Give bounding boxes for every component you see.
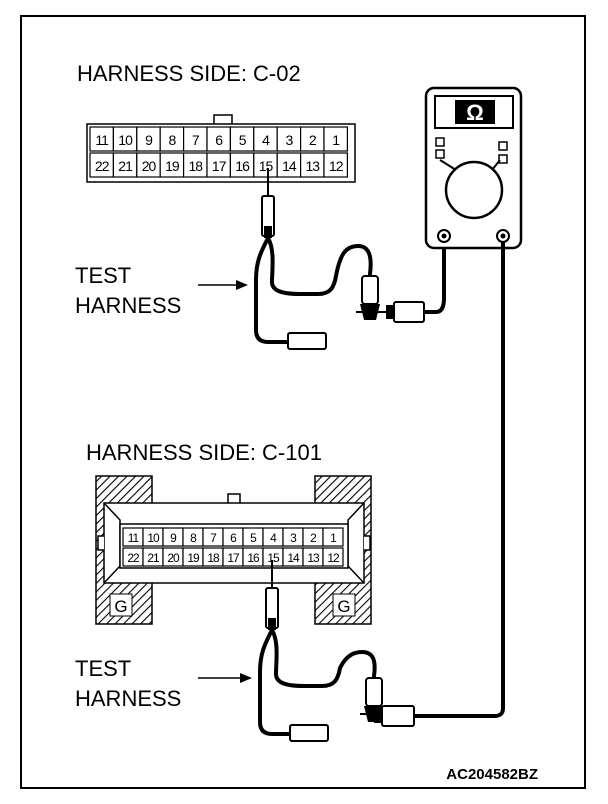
connector-top-pin-label: 18 (189, 158, 204, 174)
test-harness-bottom-label-line2: HARNESS (75, 686, 181, 711)
ohm-symbol: Ω (466, 100, 484, 125)
test-harness-bottom-wire-right (270, 628, 377, 688)
connector-bottom-pin-label: 11 (128, 531, 140, 545)
ground-mark-left-box (109, 593, 133, 617)
alligator-clip-top (356, 275, 386, 320)
connector-bottom-pin-label: 20 (167, 551, 180, 565)
connector-top-pin-label: 11 (95, 132, 109, 148)
multimeter-display-inner (455, 100, 495, 124)
connector-top-pin-label: 2 (309, 132, 317, 148)
figure-code: AC204582BZ (446, 766, 538, 783)
range-mark-3 (498, 141, 508, 151)
ground-mark-right-box (332, 593, 356, 617)
connector-top-pin-label: 9 (145, 132, 153, 148)
test-harness-top-wire-left (254, 237, 290, 344)
connector-top-pin-label: 19 (165, 158, 180, 174)
connector-top-pin-label: 7 (192, 132, 200, 148)
connector-top-pin-label: 4 (262, 132, 270, 148)
arrow-bottom (198, 673, 252, 683)
connector-top-pin-label: 8 (169, 132, 177, 148)
connector-bottom-pin-label: 17 (227, 551, 240, 565)
connector-bottom-pin-label: 4 (270, 531, 277, 545)
connector-top-pin-label: 16 (235, 158, 250, 174)
connector-bottom-pin-label: 16 (247, 551, 260, 565)
test-harness-top-plug (287, 332, 327, 350)
test-harness-bottom-plug (289, 724, 329, 742)
connector-top-pin-label: 14 (282, 158, 297, 174)
connector-bottom-pin-label: 10 (147, 531, 160, 545)
multimeter: Ω (424, 86, 523, 250)
dial-pointer-right (491, 159, 501, 171)
connector-bottom-pin-label: 14 (287, 551, 300, 565)
test-harness-top-wire-right (266, 236, 373, 296)
connector-bottom-pin-label: 2 (310, 531, 317, 545)
connector-top-pin-cell (323, 126, 348, 152)
range-mark-1 (435, 137, 445, 147)
meter-lead-plug-top (386, 301, 425, 323)
connector-top-pin-label: 10 (118, 132, 133, 148)
connector-top-pin-cell (323, 152, 348, 178)
connector-bottom-pin-label: 1 (330, 531, 337, 545)
meter-lead-positive (412, 242, 505, 718)
connector-bottom-pin-label: 8 (190, 531, 197, 545)
connector-bottom-pin-label: 18 (207, 551, 220, 565)
connector-bottom-pin-label: 21 (147, 551, 160, 565)
connector-bottom-pin-label: 3 (290, 531, 297, 545)
connector-bottom-pin-label: 5 (250, 531, 257, 545)
connector-top-pin-label: 15 (259, 158, 274, 174)
connector-top-pin-label: 6 (215, 132, 223, 148)
connector-top-pin-label: 17 (212, 158, 227, 174)
connector-bottom-pin-label: 9 (170, 531, 177, 545)
probe-top (261, 168, 275, 238)
connector-bottom-pin-label: 15 (267, 551, 280, 565)
connector-top-pin-label: 1 (332, 132, 340, 148)
figure-frame (20, 15, 586, 789)
connector-bottom-label: HARNESS SIDE: C-101 (86, 440, 322, 465)
connector-bottom-pin-label: 7 (210, 531, 217, 545)
meter-lead-negative (424, 240, 446, 314)
connector-top-pin-label: 13 (306, 158, 321, 174)
range-mark-4 (498, 154, 508, 164)
dial-pointer-left (439, 159, 457, 171)
connector-bottom-pin-cell (322, 547, 344, 567)
test-harness-bottom-label-line1: TEST (75, 656, 131, 681)
connector-top-pin-label: 21 (118, 158, 133, 174)
connector-top-pin-label: 20 (142, 158, 157, 174)
ground-mark-right: G (337, 597, 350, 616)
connector-top-label: HARNESS SIDE: C-02 (77, 61, 301, 86)
probe-bottom (265, 560, 279, 630)
ground-mark-left: G (114, 597, 127, 616)
connector-bottom-pin-cell (322, 527, 344, 547)
test-harness-top-label-line1: TEST (75, 263, 131, 288)
connector-top-pin-label: 12 (329, 158, 344, 174)
connector-bottom-pin-label: 12 (327, 551, 340, 565)
multimeter-selector-dial (444, 160, 504, 220)
range-mark-2 (435, 149, 445, 159)
arrow-top (198, 280, 248, 290)
connector-top-pin-label: 3 (286, 132, 294, 148)
test-harness-top-label-line2: HARNESS (75, 293, 181, 318)
test-harness-bottom-wire-left (258, 629, 292, 736)
connector-top-pin-label: 22 (95, 158, 110, 174)
connector-top-pin-label: 5 (239, 132, 247, 148)
connector-bottom-pin-label: 19 (187, 551, 200, 565)
meter-lead-plug-bottom (374, 705, 415, 727)
connector-bottom-pin-label: 13 (307, 551, 320, 565)
connector-bottom-pin-label: 22 (127, 551, 140, 565)
connector-bottom-pin-label: 6 (230, 531, 237, 545)
